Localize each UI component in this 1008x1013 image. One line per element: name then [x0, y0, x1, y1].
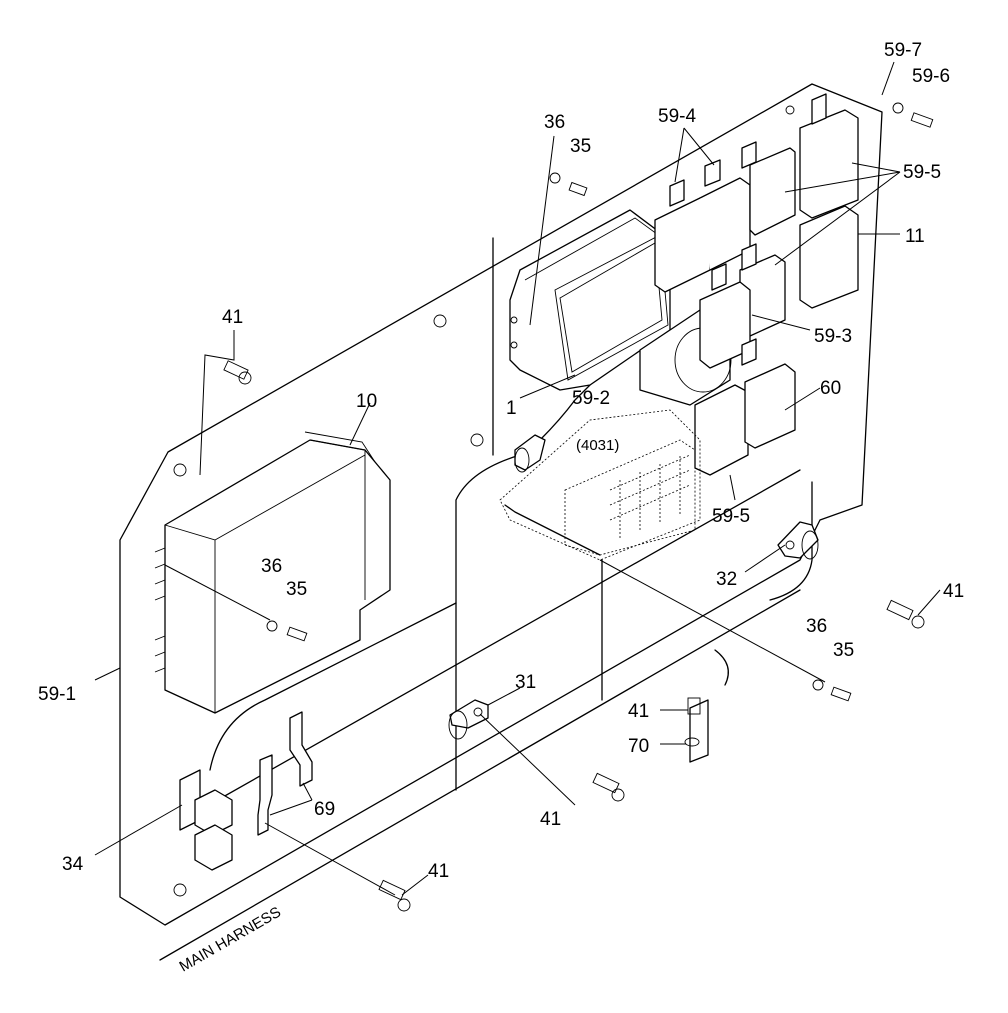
label-36-bottom: 36: [806, 616, 827, 637]
panel-plate: [119, 83, 883, 926]
label-59-2: 59-2: [572, 388, 610, 409]
fasteners: [223, 102, 934, 912]
label-36-mid: 36: [261, 556, 282, 577]
label-41-right: 41: [943, 581, 964, 602]
label-60: 60: [820, 378, 841, 399]
label-34: 34: [62, 854, 84, 875]
label-41-bottom: 41: [428, 861, 449, 882]
label-41-left: 41: [222, 307, 243, 328]
connector-34: [179, 769, 233, 871]
label-35-top: 35: [570, 136, 591, 157]
label-32: 32: [716, 569, 737, 590]
clamp-upper: [514, 434, 546, 473]
label-59-4: 59-4: [658, 106, 696, 127]
label-31: 31: [515, 672, 536, 693]
ground-stud: [684, 649, 729, 763]
relays-59-5-11: [799, 93, 859, 309]
label-59-6: 59-6: [912, 66, 950, 87]
label-main-harness: MAIN HARNESS: [177, 904, 284, 976]
leader-lines: [94, 61, 941, 896]
label-41-stud: 41: [628, 701, 649, 722]
fuse-box-4031: [499, 409, 701, 561]
label-36-top: 36: [544, 112, 565, 133]
label-1: 1: [506, 398, 517, 419]
label-59-3: 59-3: [814, 326, 852, 347]
label-10: 10: [356, 391, 377, 412]
label-59-1: 59-1: [38, 684, 76, 705]
relays-60-59-5: [694, 338, 796, 476]
label-69: 69: [314, 799, 335, 820]
label-35-bottom: 35: [833, 640, 854, 661]
clamp-32: [777, 521, 819, 560]
label-59-5-bottom: 59-5: [712, 506, 750, 527]
label-59-7: 59-7: [884, 40, 922, 61]
label-35-mid: 35: [286, 579, 307, 600]
label-41-clamp: 41: [540, 809, 561, 830]
label-4031: (4031): [576, 437, 619, 454]
brackets-69: [257, 711, 313, 836]
label-70: 70: [628, 736, 649, 757]
relays-59-3: [699, 243, 786, 369]
control-unit-10: [154, 431, 391, 714]
label-11: 11: [905, 226, 925, 247]
label-59-5-top: 59-5: [903, 162, 941, 183]
clamp-31: [448, 699, 489, 740]
relays-59-4: [654, 141, 796, 293]
